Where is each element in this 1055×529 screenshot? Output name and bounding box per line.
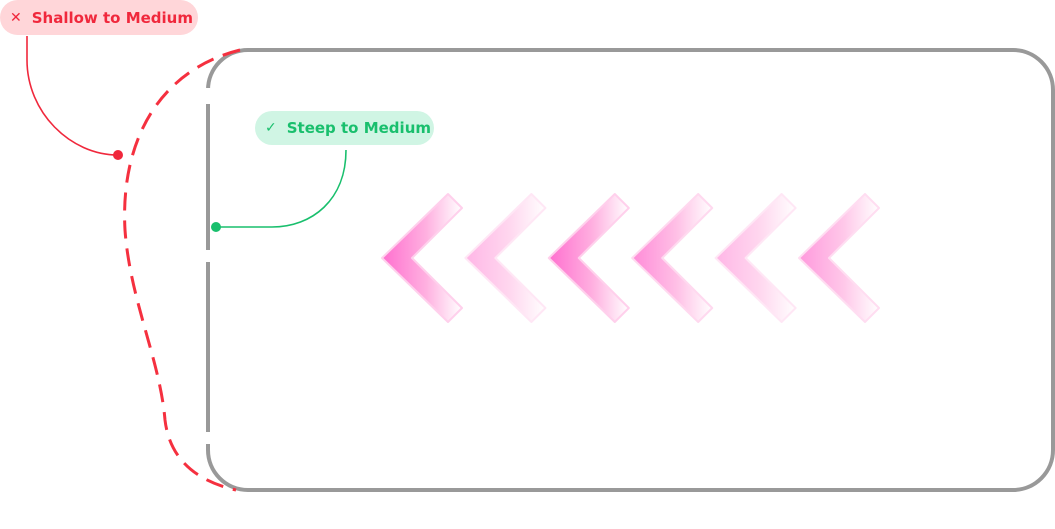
check-icon: ✓ xyxy=(265,120,277,136)
shallow-label-text: Shallow to Medium xyxy=(31,8,193,27)
frame-box xyxy=(206,48,1055,492)
red-dot xyxy=(113,150,123,160)
green-dot xyxy=(211,222,221,232)
red-connector xyxy=(26,36,119,156)
chevron-left-icon xyxy=(547,193,630,323)
frame-gap xyxy=(200,250,216,262)
x-icon: ✕ xyxy=(10,9,22,26)
chevron-left-icon xyxy=(464,193,547,323)
chevron-left-icon xyxy=(798,193,880,323)
green-connector xyxy=(216,149,347,228)
chevron-left-icon xyxy=(631,193,714,323)
shallow-curve xyxy=(123,48,241,492)
steep-label: ✓ Steep to Medium xyxy=(255,111,434,145)
frame-gap xyxy=(200,88,216,104)
chevron-left-icon xyxy=(381,193,463,323)
shallow-label: ✕ Shallow to Medium xyxy=(0,0,198,35)
frame-gap xyxy=(200,432,216,444)
steep-label-text: Steep to Medium xyxy=(286,119,431,137)
chevron-left-icon xyxy=(714,193,797,323)
